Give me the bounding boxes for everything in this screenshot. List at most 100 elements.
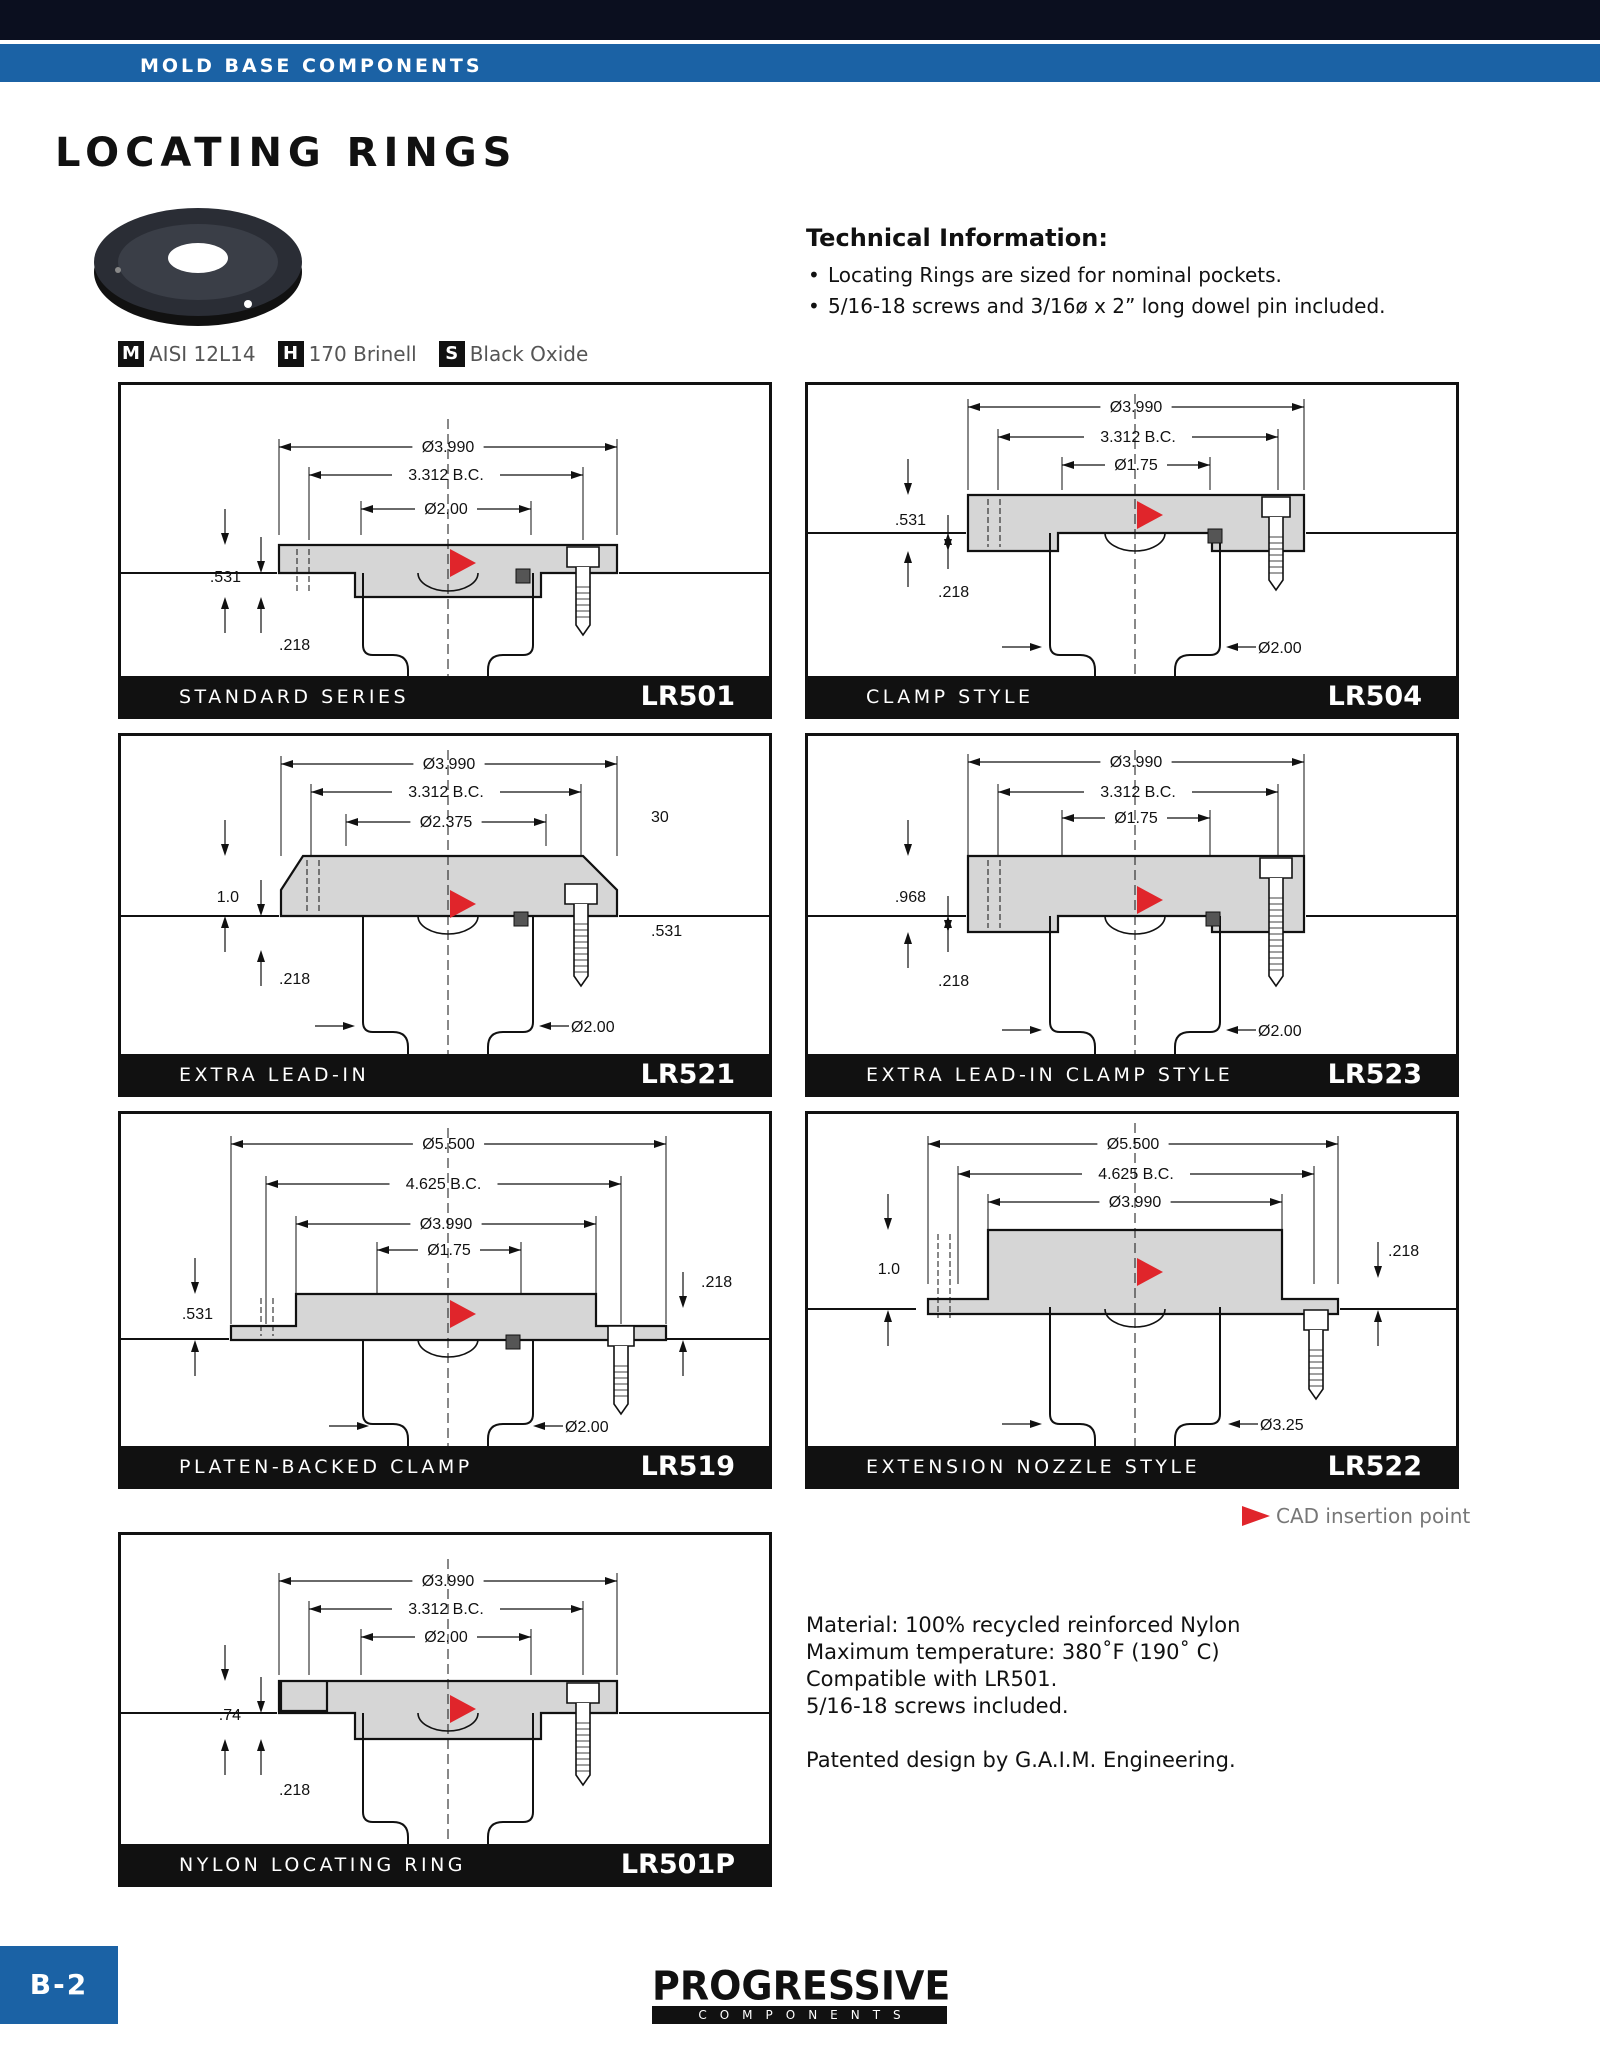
dimension-label: .218 [279, 1782, 310, 1799]
dimension-label: Ø3.990 [1109, 1194, 1162, 1211]
dimension-label: 4.625 B.C. [406, 1176, 482, 1193]
dimension-arrow [679, 1296, 687, 1308]
dimension-arrow [221, 533, 229, 545]
dimension-arrow [257, 904, 265, 916]
dimension-arrow [296, 1220, 308, 1228]
logo-main-text: PROGRESSIVE [652, 1962, 951, 2010]
panel-code: LR504 [1327, 681, 1422, 712]
technical-list: Locating Rings are sized for nominal poc… [806, 260, 1506, 322]
dimension-arrow [221, 1669, 229, 1681]
dimension-arrow [539, 1022, 551, 1030]
dimension-label: 3.312 B.C. [408, 784, 484, 801]
dimension-arrow [958, 1170, 970, 1178]
dimension-arrow [1030, 1026, 1042, 1034]
screw-shank [613, 1346, 629, 1416]
dimension-arrow [1266, 433, 1278, 441]
dowel-pin [1207, 528, 1223, 544]
sprue-bushing [1049, 533, 1096, 685]
dimension-label: Ø5.500 [1107, 1136, 1160, 1153]
panel-caption: PLATEN-BACKED CLAMP LR519 [121, 1446, 769, 1486]
dimension-label: Ø1.75 [1114, 810, 1158, 827]
dimension-label: .531 [895, 512, 926, 529]
dimension-label: Ø2.00 [571, 1019, 615, 1036]
dimension-arrow [904, 844, 912, 856]
sprue-bushing [1049, 916, 1096, 1062]
dimension-arrow [928, 1140, 940, 1148]
cad-note-text: CAD insertion point [1276, 1504, 1471, 1528]
dimension-arrow [257, 561, 265, 573]
dimension-arrow [1228, 1420, 1240, 1428]
dimension-label: Ø2.00 [565, 1419, 609, 1436]
sprue-bushing [362, 1713, 409, 1852]
dimension-arrow [1270, 1198, 1282, 1206]
sprue-bushing [1174, 916, 1221, 1062]
dimension-arrow [1374, 1266, 1382, 1278]
dimension-label: .531 [651, 923, 682, 940]
dimension-arrow [1292, 758, 1304, 766]
dimension-arrow [988, 1198, 1000, 1206]
dimension-arrow [357, 1422, 369, 1430]
dimension-label: .968 [895, 889, 926, 906]
nylon-patent: Patented design by G.A.I.M. Engineering. [806, 1748, 1236, 1772]
dimension-arrow [309, 471, 321, 479]
dimension-arrow [1266, 788, 1278, 796]
surface-badge: S [438, 341, 465, 367]
cad-insertion-icon [450, 890, 476, 918]
dimension-label: Ø2.00 [424, 501, 468, 518]
dimension-arrow [1226, 643, 1238, 651]
nylon-info-line: Material: 100% recycled reinforced Nylon [806, 1613, 1241, 1637]
dimension-arrow [1226, 1026, 1238, 1034]
dimension-arrow [571, 1605, 583, 1613]
dimension-arrow [266, 1180, 278, 1188]
dimension-arrow [679, 1340, 687, 1352]
dimension-arrow [904, 932, 912, 944]
dimension-arrow [998, 788, 1010, 796]
panel-caption: NYLON LOCATING RING LR501P [121, 1844, 769, 1884]
dimension-label: 1.0 [217, 889, 239, 906]
dimension-arrow [221, 1739, 229, 1751]
dimension-arrow [221, 597, 229, 609]
hardness-badge: H [277, 341, 304, 367]
dimension-label: .531 [182, 1306, 213, 1323]
dimension-arrow [605, 1577, 617, 1585]
technical-item: Locating Rings are sized for nominal poc… [806, 260, 1506, 291]
cad-insertion-note: CAD insertion point [1240, 1504, 1470, 1528]
panel-code: LR501P [620, 1849, 735, 1880]
progressive-logo: PROGRESSIVE COMPONENTS [652, 1962, 951, 2024]
page-title: LOCATING RINGS [55, 130, 518, 176]
sprue-bushing [487, 1713, 534, 1852]
dimension-label: 3.312 B.C. [408, 1601, 484, 1618]
screw-head [1259, 857, 1293, 879]
dimension-arrow [1030, 643, 1042, 651]
dimension-arrow [654, 1140, 666, 1148]
cad-insertion-icon [1137, 1258, 1163, 1286]
dimension-arrow [1030, 1420, 1042, 1428]
dimension-arrow [605, 760, 617, 768]
sprue-bushing [1049, 1307, 1096, 1454]
dimension-arrow [584, 1220, 596, 1228]
dimension-arrow [1302, 1170, 1314, 1178]
dimension-label: 3.312 B.C. [1100, 784, 1176, 801]
panel-code: LR521 [640, 1059, 735, 1090]
hardness-text: 170 Brinell [308, 342, 417, 366]
dimension-arrow [257, 1739, 265, 1751]
locating-ring-body [966, 493, 1306, 553]
dimension-arrow [534, 818, 546, 826]
dimension-label: .218 [279, 637, 310, 654]
dimension-arrow [944, 916, 952, 928]
technical-title: Technical Information: [806, 224, 1108, 252]
dimension-arrow [1198, 461, 1210, 469]
dimension-label: .218 [1388, 1243, 1419, 1260]
nylon-info-line: 5/16-18 screws included. [806, 1694, 1069, 1718]
screw-head [566, 1682, 600, 1704]
dimension-arrow [519, 505, 531, 513]
dimension-arrow [279, 443, 291, 451]
sprue-bushing [487, 916, 534, 1062]
